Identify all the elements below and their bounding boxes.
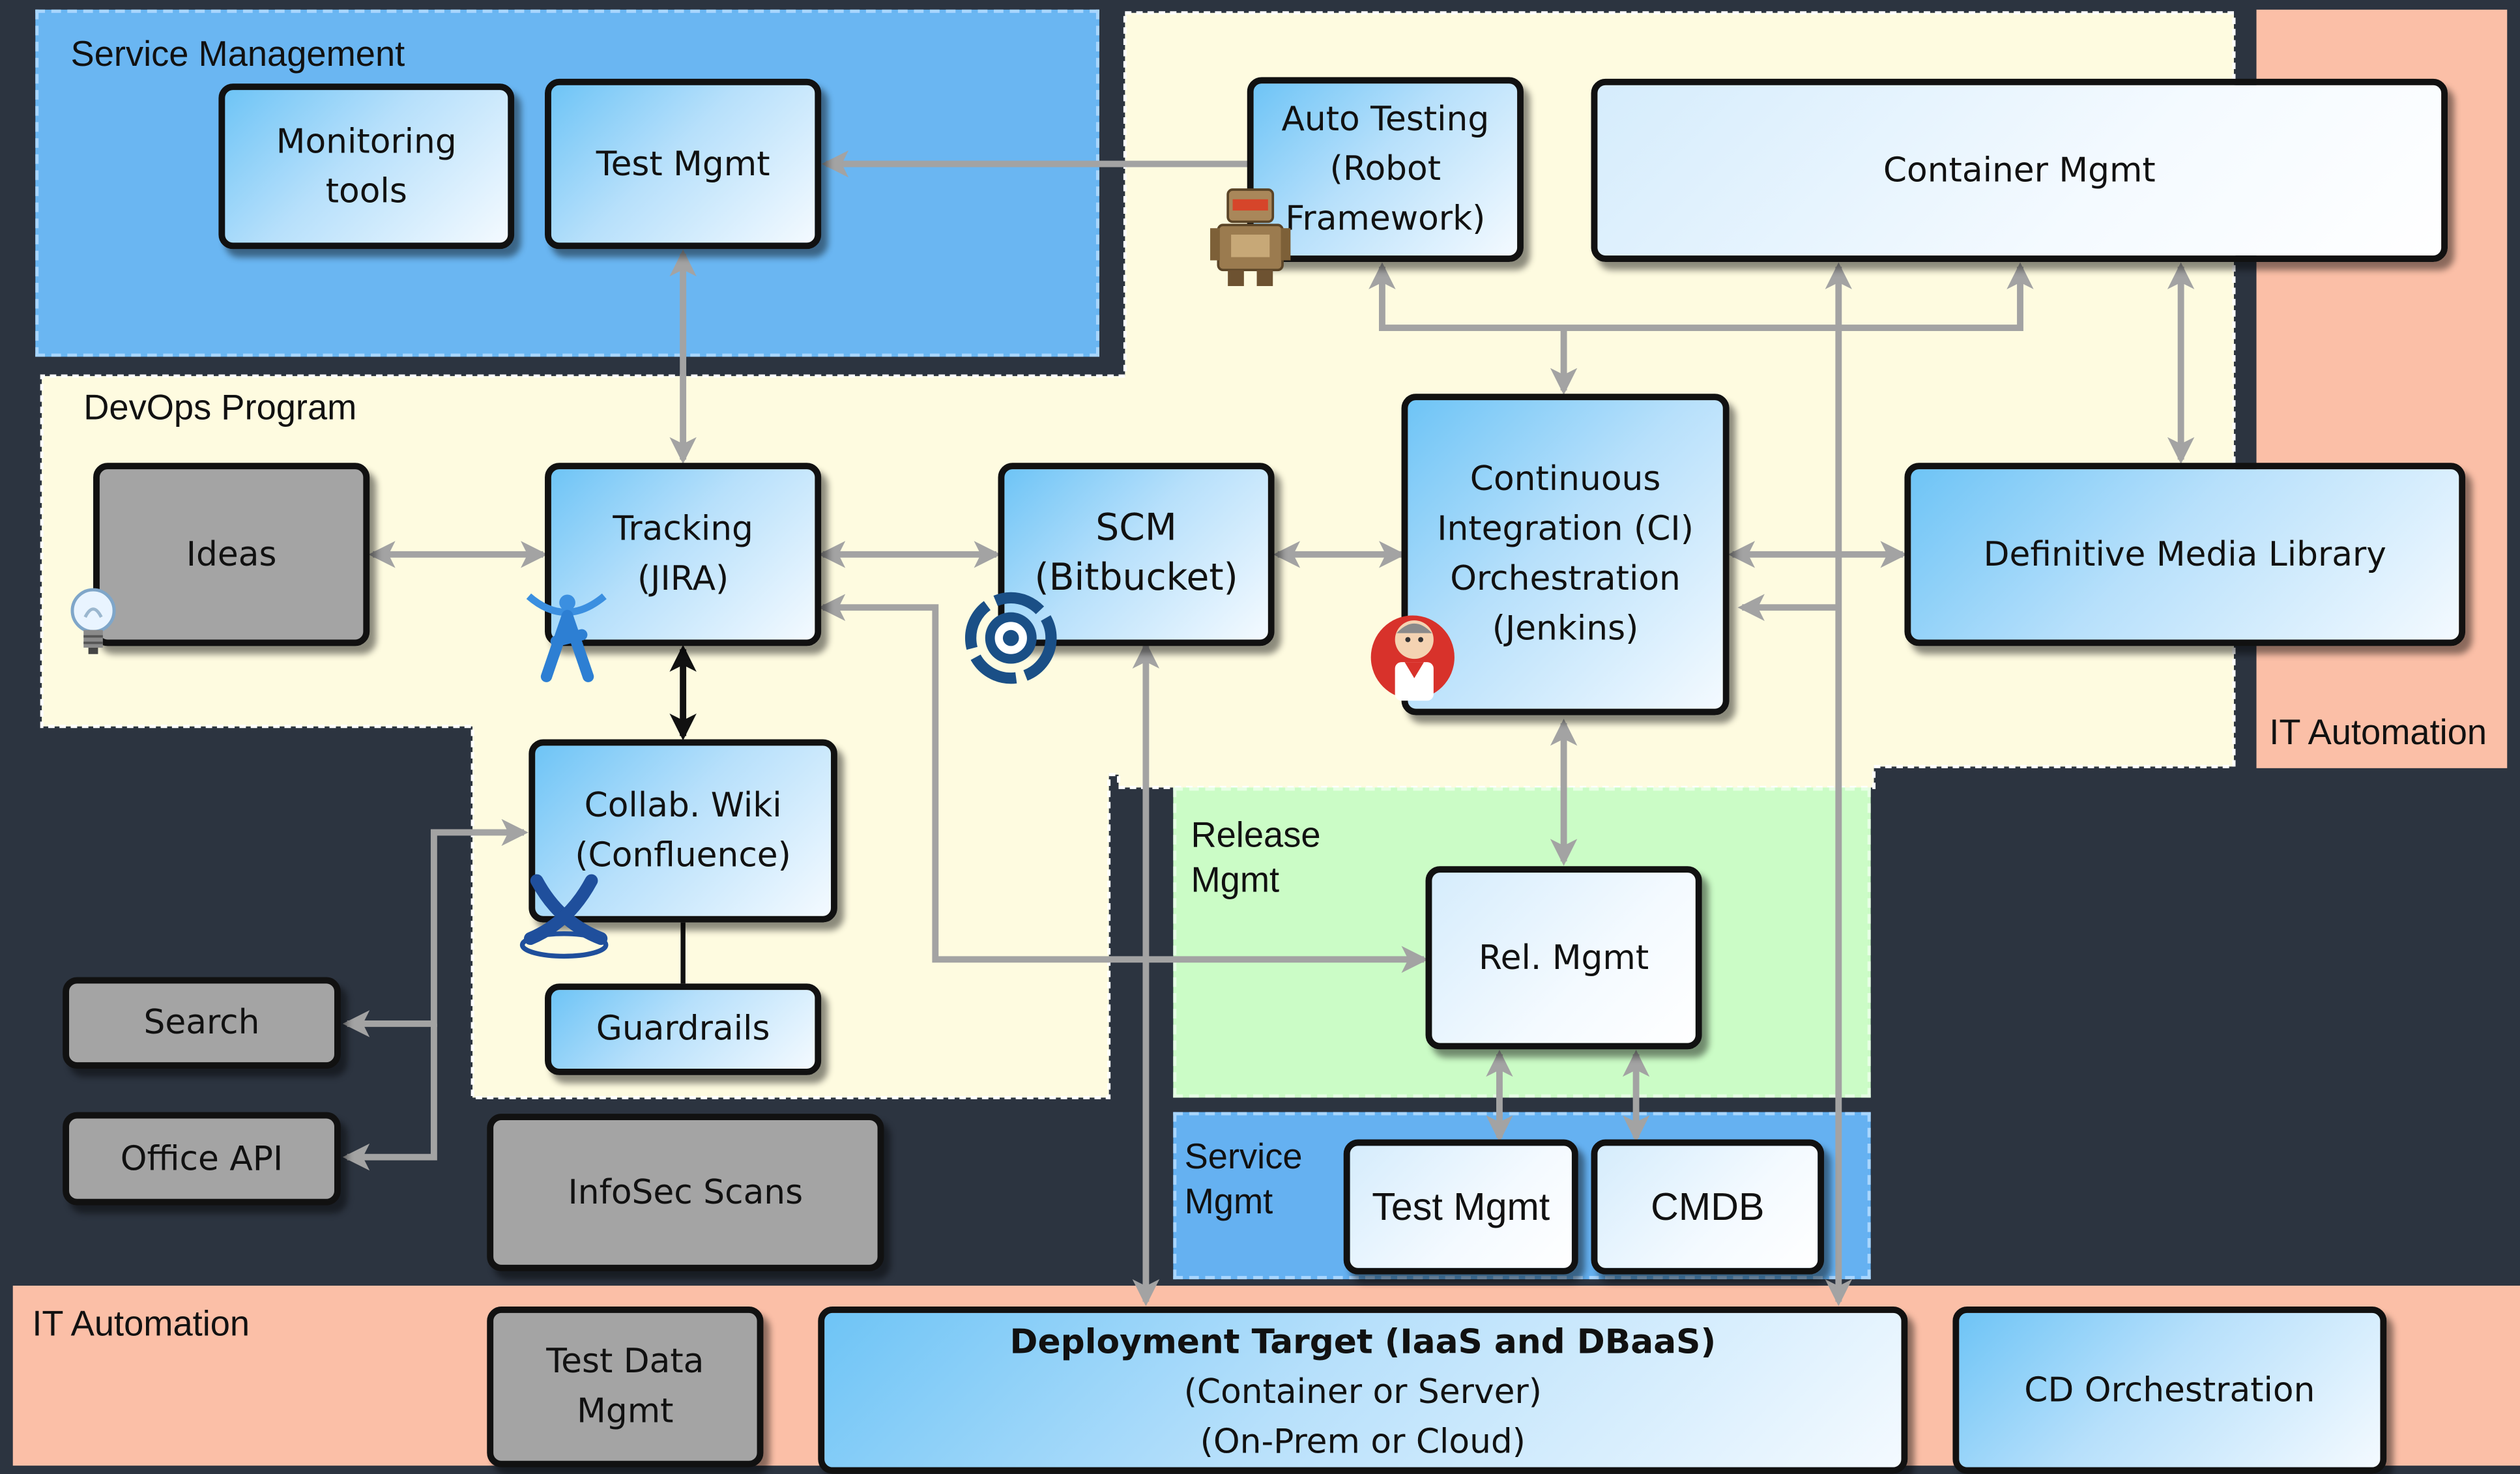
ci-orchestration-box[interactable]: Continuous Integration (CI) Orchestratio… [1401, 394, 1730, 715]
infosec-scans-box[interactable]: InfoSec Scans [487, 1114, 884, 1271]
collab-wiki-box[interactable]: Collab. Wiki (Confluence) [529, 739, 837, 923]
container-mgmt-box[interactable]: Container Mgmt [1591, 78, 2448, 262]
service-mgmt-small-label: Service Mgmt [1184, 1136, 1303, 1222]
rel-mgmt-box[interactable]: Rel. Mgmt [1425, 866, 1702, 1050]
ideas-box[interactable]: Ideas [93, 463, 370, 646]
test-mgmt-top-box[interactable]: Test Mgmt [545, 78, 822, 250]
scm-box[interactable]: SCM (Bitbucket) [998, 463, 1275, 646]
auto-testing-box[interactable]: Auto Testing (Robot Framework) [1247, 77, 1524, 262]
tracking-box[interactable]: Tracking (JIRA) [545, 463, 822, 646]
monitoring-tools-box[interactable]: Monitoring tools [218, 83, 515, 250]
connector-wiki-officeapi [342, 1023, 437, 1171]
jenkins-icon [1370, 615, 1455, 701]
test-data-mgmt-box[interactable]: Test Data Mgmt [487, 1307, 764, 1467]
service-management-label: Service Management [70, 33, 405, 74]
it-automation-bottom-label: IT Automation [32, 1303, 250, 1344]
robot-icon [1210, 188, 1291, 286]
devops-program-label: DevOps Program [83, 387, 357, 428]
it-automation-right-label: IT Automation [2269, 712, 2487, 753]
deployment-target-box[interactable]: Deployment Target (IaaS and DBaaS) (Cont… [818, 1307, 1908, 1474]
confluence-icon [519, 874, 609, 959]
guardrails-box[interactable]: Guardrails [545, 983, 822, 1075]
office-api-box[interactable]: Office API [63, 1112, 341, 1206]
connector-ci-autotesting-container [1369, 262, 2034, 332]
connector-tracking-relmgmt [818, 594, 1428, 974]
deployment-target-line2: (Container or Server) [1183, 1372, 1542, 1411]
bitbucket-icon [964, 592, 1057, 684]
test-mgmt-bottom-box[interactable]: Test Mgmt [1343, 1139, 1578, 1275]
deployment-target-line3: (On-Prem or Cloud) [1200, 1422, 1526, 1461]
definitive-media-library-box[interactable]: Definitive Media Library [1904, 463, 2466, 646]
deployment-target-title: Deployment Target (IaaS and DBaaS) [1009, 1322, 1716, 1361]
lightbulb-icon [70, 588, 116, 654]
cd-orchestration-box[interactable]: CD Orchestration [1952, 1307, 2387, 1474]
search-box[interactable]: Search [63, 977, 341, 1069]
connector-wiki-search [342, 818, 529, 1037]
cmdb-box[interactable]: CMDB [1591, 1139, 1825, 1275]
jira-icon [526, 593, 607, 682]
